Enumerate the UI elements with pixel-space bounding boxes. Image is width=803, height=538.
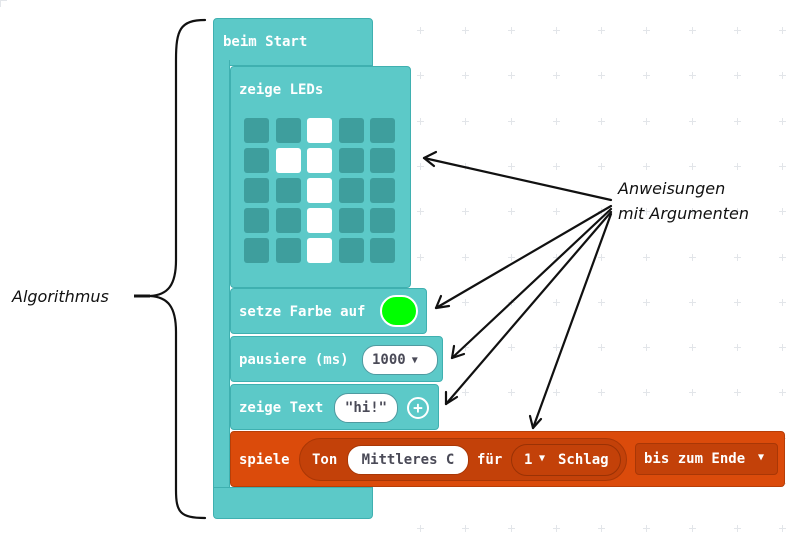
led-cell[interactable] <box>370 118 395 143</box>
on-start-block[interactable]: beim Start <box>213 18 373 66</box>
tone-label: Ton <box>312 452 338 468</box>
color-picker-swatch[interactable] <box>380 295 418 327</box>
led-cell[interactable] <box>244 238 269 263</box>
led-cell[interactable] <box>244 178 269 203</box>
until-label: bis zum Ende <box>644 451 746 467</box>
led-cell[interactable] <box>275 208 301 233</box>
on-start-bottom <box>213 487 373 519</box>
chevron-down-icon: ▼ <box>758 452 765 463</box>
led-cell[interactable] <box>338 208 364 233</box>
tone-note-input[interactable]: Mittleres C <box>347 445 469 475</box>
led-matrix[interactable] <box>244 118 397 264</box>
show-text-block[interactable]: zeige Text "hi!" + <box>230 384 439 430</box>
curly-brace-icon <box>149 18 207 520</box>
algorithm-annotation: Algorithmus <box>12 287 109 306</box>
led-cell[interactable] <box>244 208 269 233</box>
led-cell[interactable] <box>307 178 332 203</box>
on-start-label: beim Start <box>223 34 308 50</box>
led-cell[interactable] <box>338 148 364 173</box>
led-cell[interactable] <box>370 238 395 263</box>
play-label: spiele <box>239 452 290 468</box>
play-tone-block[interactable]: spiele Ton Mittleres C für 1 ▼ Schlag bi… <box>230 431 785 487</box>
pause-value: 1000 <box>372 352 406 368</box>
led-cell[interactable] <box>275 178 301 203</box>
tone-reporter[interactable]: Ton Mittleres C für 1 ▼ Schlag <box>299 438 627 481</box>
show-text-input[interactable]: "hi!" <box>334 393 398 423</box>
led-cell[interactable] <box>370 148 395 173</box>
for-label: für <box>477 452 503 468</box>
led-cell[interactable] <box>370 178 395 203</box>
add-circle-icon[interactable]: + <box>407 397 429 419</box>
set-color-label: setze Farbe auf <box>239 304 366 320</box>
led-cell[interactable] <box>370 208 395 233</box>
pause-dropdown[interactable]: 1000 ▼ <box>362 345 438 375</box>
led-cell[interactable] <box>307 148 332 173</box>
led-cell[interactable] <box>307 118 332 143</box>
text-value-quoted: "hi!" <box>344 400 388 416</box>
arrow-to-pause <box>450 207 613 360</box>
set-color-block[interactable]: setze Farbe auf <box>230 288 427 334</box>
pause-block[interactable]: pausiere (ms) 1000 ▼ <box>230 336 443 382</box>
play-until-dropdown[interactable]: bis zum Ende ▼ <box>635 443 778 475</box>
statements-annotation-line1: Anweisungen <box>618 179 726 198</box>
led-cell[interactable] <box>338 178 364 203</box>
led-cell[interactable] <box>275 118 301 143</box>
beats-dropdown[interactable]: 1 ▼ Schlag <box>511 444 621 476</box>
show-leds-label: zeige LEDs <box>239 82 324 98</box>
on-start-arm <box>213 60 230 493</box>
pause-label: pausiere (ms) <box>239 352 349 368</box>
arrow-to-leds <box>422 156 613 202</box>
led-cell[interactable] <box>338 118 364 143</box>
led-cell[interactable] <box>275 238 301 263</box>
arrow-to-show-text <box>444 210 613 406</box>
show-text-label: zeige Text <box>239 400 324 416</box>
led-cell[interactable] <box>338 238 364 263</box>
beats-value: 1 <box>524 452 533 468</box>
led-cell[interactable] <box>275 148 301 173</box>
statements-annotation-line2: mit Argumenten <box>618 204 750 223</box>
led-cell[interactable] <box>307 208 332 233</box>
tone-value: Mittleres C <box>361 452 455 468</box>
led-cell[interactable] <box>244 118 269 143</box>
led-cell[interactable] <box>307 238 332 263</box>
chevron-down-icon: ▼ <box>411 354 418 366</box>
beats-label: Schlag <box>558 452 609 468</box>
chevron-down-icon: ▼ <box>539 453 546 464</box>
led-cell[interactable] <box>244 148 269 173</box>
